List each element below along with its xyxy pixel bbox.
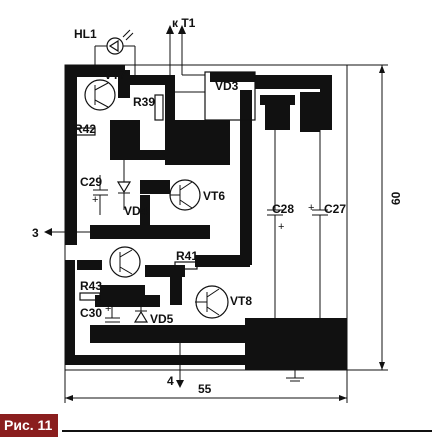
r43-resistor <box>79 292 101 301</box>
label-c30: C30 <box>80 306 102 320</box>
r42-resistor <box>74 127 96 136</box>
label-hl1: HL1 <box>74 27 97 41</box>
vd5-diode <box>133 307 149 323</box>
vt7-transistor <box>84 79 116 111</box>
c27-capacitor <box>312 130 328 318</box>
dimension-height <box>347 64 388 371</box>
dimension-width <box>64 370 348 403</box>
label-height: 60 <box>389 191 403 205</box>
c30-capacitor <box>105 307 120 323</box>
vt8-transistor <box>195 285 229 319</box>
label-out-4: 4 <box>167 374 174 388</box>
label-r39: R39 <box>133 95 155 109</box>
to-t1-arrows <box>166 25 205 93</box>
vt6-transistor <box>169 179 201 211</box>
copper-traces <box>65 65 347 370</box>
label-to-t1: к Т1 <box>172 16 196 30</box>
label-vt6: VT6 <box>203 189 225 203</box>
caption-background <box>0 414 58 437</box>
label-c28-plus: + <box>278 221 284 233</box>
transistor-lower-left <box>109 246 141 278</box>
label-c27-plus: + <box>308 202 314 214</box>
label-c28: C28 <box>272 202 294 216</box>
label-c29-plus: + <box>92 194 98 206</box>
c28-capacitor <box>267 120 283 318</box>
r41-resistor <box>174 261 198 270</box>
hl1-led <box>94 29 136 75</box>
vd4-diode <box>116 160 132 210</box>
label-vt7: VT7 <box>104 68 126 82</box>
label-vd5: VD5 <box>150 312 174 326</box>
c29-capacitor <box>93 175 108 215</box>
label-c27: C27 <box>324 202 346 216</box>
vd3-box <box>204 71 256 121</box>
label-r41: R41 <box>176 249 198 263</box>
label-vd3: VD3 <box>215 79 239 93</box>
label-vd4: VD4 <box>124 204 148 218</box>
label-out-3: 3 <box>32 226 39 240</box>
figure-caption: Рис. 11 <box>4 417 53 433</box>
label-r42: R42 <box>74 122 96 136</box>
output-3-arrow <box>44 228 90 236</box>
label-c29: C29 <box>80 175 102 189</box>
label-c30-plus: + <box>105 303 111 315</box>
output-4-arrow <box>176 343 184 388</box>
label-vt8: VT8 <box>230 294 252 308</box>
r39-resistor <box>154 94 164 121</box>
ground-symbol <box>286 370 304 382</box>
caption-rule <box>62 430 432 432</box>
label-r43: R43 <box>80 279 102 293</box>
label-width: 55 <box>198 382 212 396</box>
